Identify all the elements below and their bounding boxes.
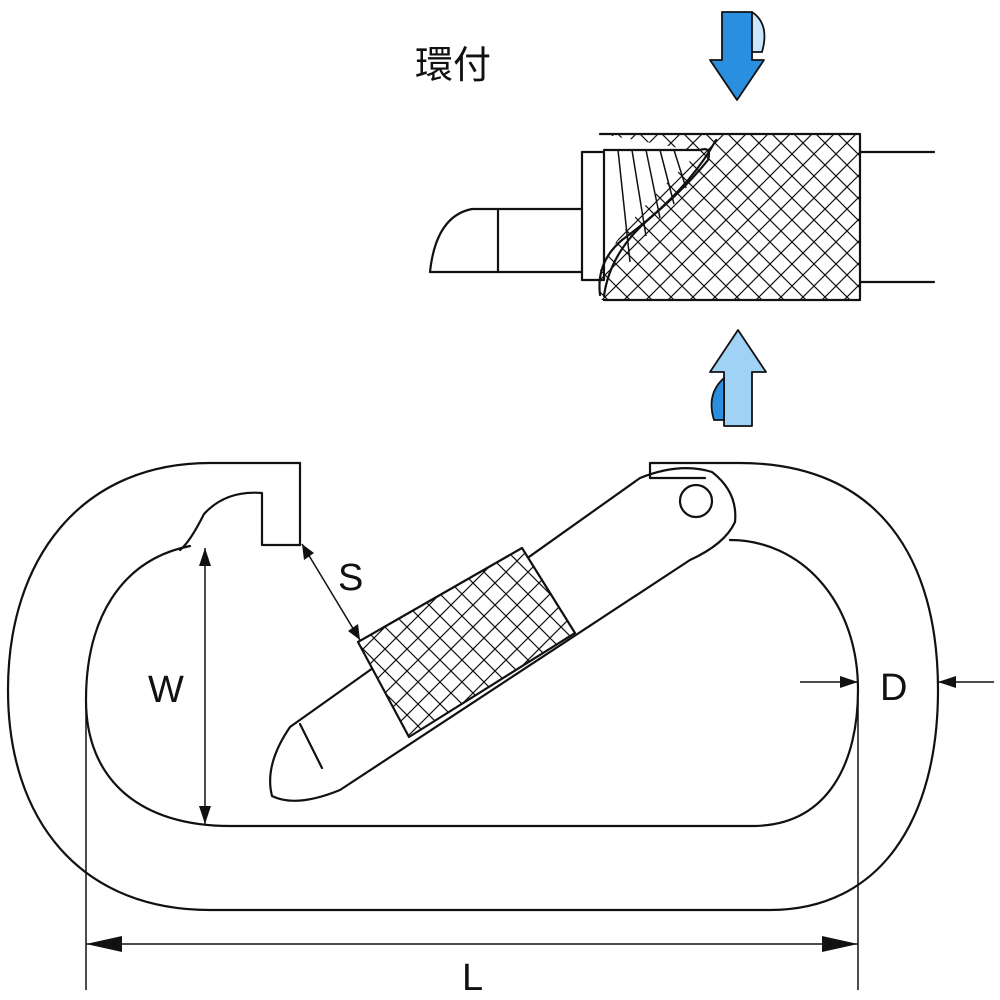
rotate-up-arrow-icon [709,329,767,427]
carabiner-gate [269,467,737,802]
dimension-d: D [800,667,994,709]
dimension-w: W [148,548,211,824]
dimension-l-label: L [462,957,483,999]
knurled-sleeve-detail [598,132,862,302]
dimension-w-label: W [148,669,184,711]
collar-block [580,150,606,282]
dimension-d-label: D [880,667,907,709]
carabiner-inner [84,538,860,828]
carabiner-outer [6,461,940,912]
knurled-sleeve [356,546,577,739]
dimension-l: L [85,700,859,999]
dimension-s: S [301,543,363,641]
gate-tip-detail [428,207,584,274]
dimension-s-label: S [338,557,363,599]
sleeve-detail-view [428,132,936,302]
rotate-down-arrow-icon [709,11,766,101]
carabiner-body [6,461,940,912]
gate-pin [678,483,714,519]
diagram-title: 環付 [415,43,491,87]
